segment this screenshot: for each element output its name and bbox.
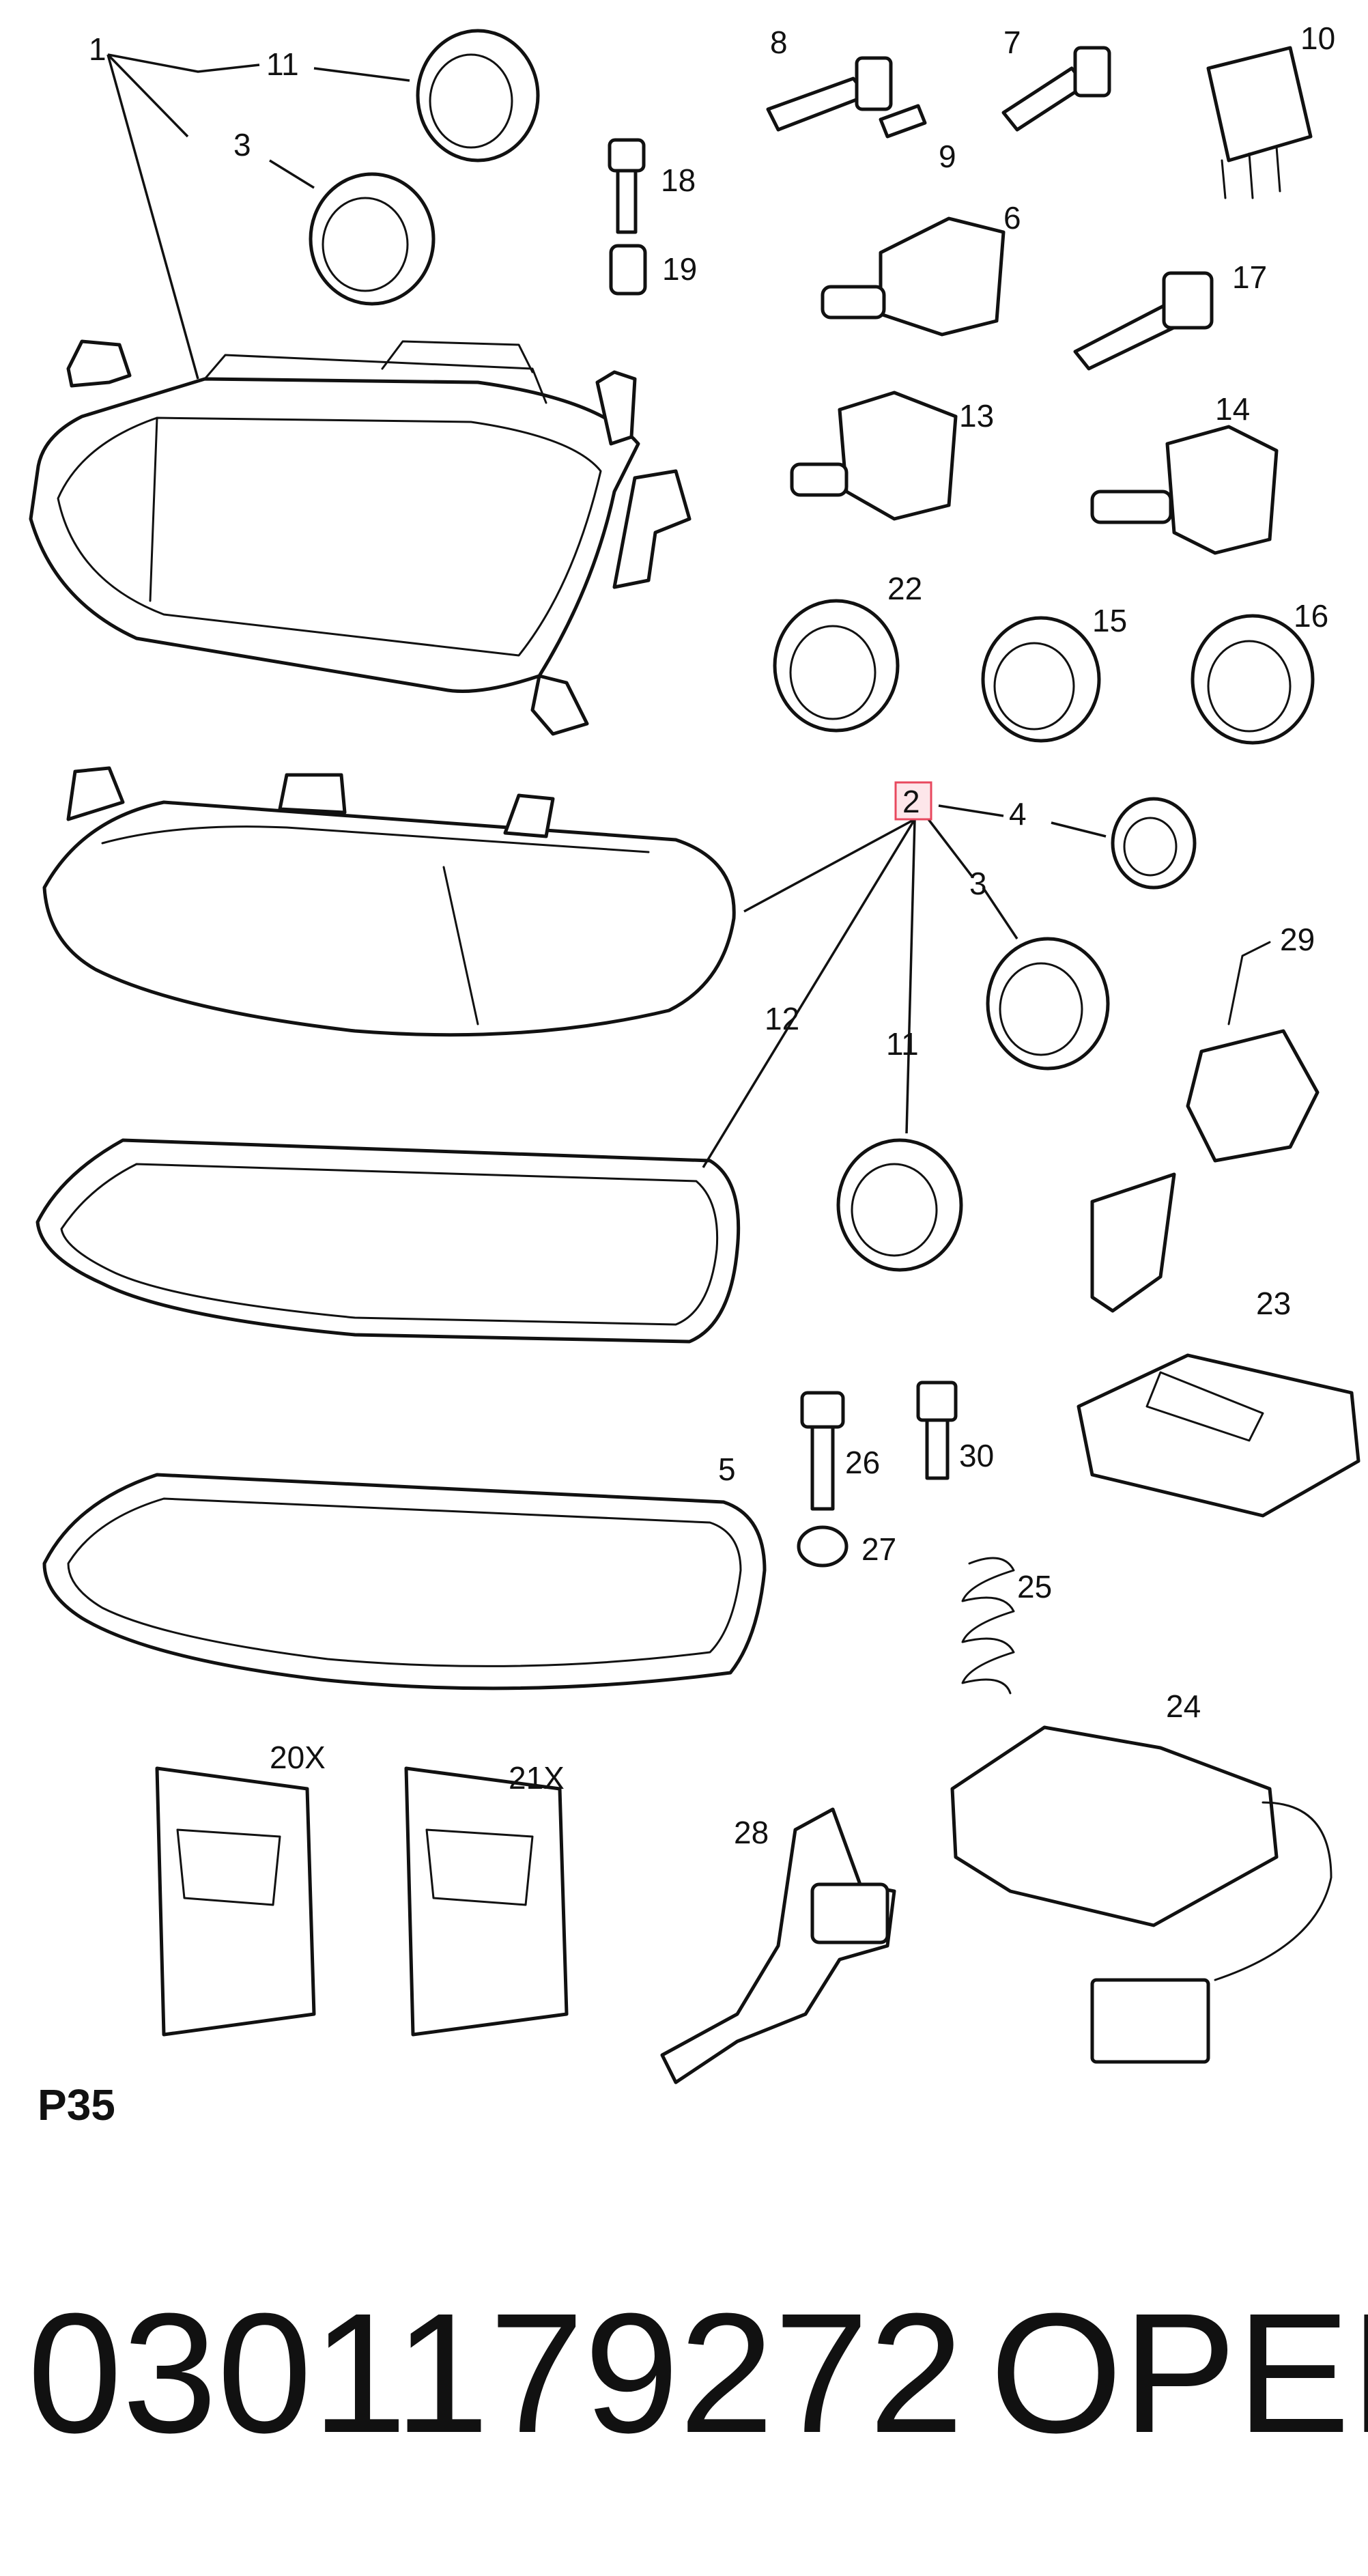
callout-4: 4 bbox=[1009, 796, 1027, 832]
callout-27: 27 bbox=[861, 1531, 896, 1567]
bulb-socket-22 bbox=[773, 599, 900, 733]
callout-10: 10 bbox=[1300, 20, 1335, 56]
callout-9: 9 bbox=[939, 139, 956, 174]
bulb-8 bbox=[766, 56, 893, 132]
bulb-holder-4 bbox=[1111, 797, 1197, 890]
leader-lines bbox=[106, 53, 1107, 1168]
part-number: 0301179272 bbox=[27, 2278, 964, 2468]
callout-1: 1 bbox=[89, 31, 106, 67]
callout-21X: 21X bbox=[509, 1760, 565, 1796]
headlamp-lens-drawing bbox=[35, 1138, 741, 1344]
callout-3-top: 3 bbox=[233, 127, 251, 162]
callout-3-mid: 3 bbox=[969, 866, 987, 901]
callout-22: 22 bbox=[887, 571, 922, 606]
headlamp-housing-drawing bbox=[42, 766, 736, 1037]
ballast-unit-24 bbox=[950, 1725, 1333, 2064]
callout-14: 14 bbox=[1215, 391, 1250, 427]
callout-18: 18 bbox=[661, 162, 696, 198]
callout-labels: 1 2 3 3 4 5 6 7 8 9 10 11 11 12 13 14 15… bbox=[89, 20, 1335, 1850]
bulb-9 bbox=[879, 104, 927, 139]
callout-6: 6 bbox=[1003, 200, 1021, 236]
callout-16: 16 bbox=[1294, 598, 1328, 634]
callout-7: 7 bbox=[1003, 25, 1021, 60]
callout-5: 5 bbox=[718, 1452, 736, 1487]
spring-25 bbox=[961, 1557, 1015, 1695]
ring-part-11-top bbox=[416, 29, 540, 162]
repair-kit-bag-21X bbox=[404, 1766, 569, 2037]
callout-8: 8 bbox=[770, 25, 788, 60]
callout-19: 19 bbox=[662, 251, 697, 287]
motor-14 bbox=[1090, 425, 1279, 555]
repair-kit-bag-20X bbox=[155, 1766, 316, 2037]
bracket-28 bbox=[660, 1807, 896, 2084]
ring-part-3-mid bbox=[986, 937, 1110, 1071]
callout-12: 12 bbox=[765, 1001, 799, 1036]
page-code: P35 bbox=[38, 2080, 115, 2129]
callout-17: 17 bbox=[1232, 259, 1267, 295]
nut-27 bbox=[797, 1525, 849, 1568]
callout-28: 28 bbox=[734, 1815, 769, 1850]
brand-name: OPEL bbox=[990, 2278, 1368, 2468]
relay-10 bbox=[1206, 46, 1313, 199]
callout-11-mid: 11 bbox=[886, 1026, 919, 1062]
callout-25: 25 bbox=[1017, 1569, 1052, 1604]
callout-15: 15 bbox=[1092, 603, 1127, 638]
level-sensor-29 bbox=[1090, 941, 1320, 1313]
bulb-socket-15 bbox=[981, 616, 1101, 743]
callout-23: 23 bbox=[1256, 1286, 1291, 1321]
ring-part-3-top bbox=[309, 172, 436, 306]
headlamp-cover-drawing bbox=[42, 1473, 767, 1690]
ring-part-11-mid bbox=[836, 1138, 963, 1272]
bulb-socket-16 bbox=[1191, 614, 1315, 745]
callout-2-highlight bbox=[894, 781, 932, 821]
callout-29: 29 bbox=[1280, 922, 1315, 957]
screw-18 bbox=[608, 138, 646, 234]
bulb-17 bbox=[1073, 271, 1214, 371]
clip-19 bbox=[609, 244, 647, 296]
bulb-7 bbox=[1001, 46, 1111, 132]
callout-20X: 20X bbox=[270, 1740, 326, 1775]
callout-11-top: 11 bbox=[266, 46, 299, 82]
screw-26 bbox=[800, 1391, 845, 1511]
callout-30: 30 bbox=[959, 1438, 994, 1473]
callout-24: 24 bbox=[1166, 1688, 1201, 1724]
headlamp-assembly-drawing bbox=[29, 339, 692, 736]
callout-2: 2 bbox=[902, 784, 920, 819]
control-module-23 bbox=[1077, 1353, 1360, 1518]
bolt-30 bbox=[916, 1381, 958, 1480]
motor-13 bbox=[790, 391, 958, 521]
callout-13: 13 bbox=[959, 398, 994, 434]
callout-26: 26 bbox=[845, 1445, 880, 1480]
motor-6 bbox=[821, 216, 1006, 337]
